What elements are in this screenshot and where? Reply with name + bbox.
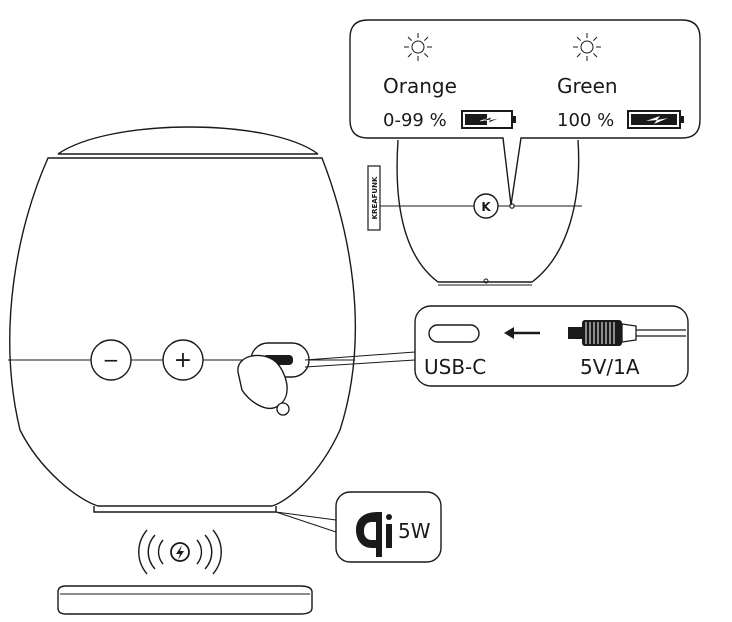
led-callout: Orange Green 0-99 % 100 % <box>349 19 701 206</box>
main-speaker: − + <box>8 126 357 513</box>
badge-letter: K <box>481 200 491 214</box>
orange-range: 0-99 % <box>383 110 447 131</box>
small-speaker-badge <box>473 193 499 219</box>
qi-logo-icon <box>356 512 392 557</box>
usb-c-label: USB-C <box>424 355 486 379</box>
main-speaker-body <box>9 157 357 507</box>
small-speaker: KREAFUNK K <box>367 139 582 286</box>
volume-down-icon: − <box>103 348 120 372</box>
main-speaker-top-cap <box>57 126 319 155</box>
led-callout-box <box>349 19 701 206</box>
volume-up-icon: + <box>174 348 192 373</box>
small-speaker-brand-tag <box>367 165 381 231</box>
usb-c-icon <box>428 324 480 343</box>
green-battery-icon <box>627 110 684 129</box>
green-range: 100 % <box>557 110 614 131</box>
orange-battery-icon <box>461 110 516 129</box>
usb-c-plug-icon <box>568 320 686 346</box>
volume-down-button[interactable]: − <box>90 339 132 381</box>
small-speaker-led-dot <box>483 278 489 284</box>
port-callout: USB-C 5V/1A <box>304 305 689 387</box>
arrow-left-icon <box>504 327 540 339</box>
green-label: Green <box>557 74 618 98</box>
volume-up-button[interactable]: + <box>162 339 204 381</box>
charging-pad-base <box>57 585 313 615</box>
rubber-port-cover[interactable] <box>237 354 290 416</box>
small-speaker-body <box>396 139 580 283</box>
rating-label: 5V/1A <box>580 355 640 379</box>
orange-led-icon <box>404 33 432 61</box>
green-led-icon <box>573 33 601 61</box>
brand-label: KREAFUNK <box>371 176 379 219</box>
wireless-power-label: 5W <box>398 519 431 543</box>
wireless-charging-pad <box>57 529 313 615</box>
wireless-callout: 5W <box>275 491 442 563</box>
wireless-charging-icon <box>138 529 222 575</box>
main-speaker-foot <box>93 506 277 513</box>
orange-label: Orange <box>383 74 457 98</box>
